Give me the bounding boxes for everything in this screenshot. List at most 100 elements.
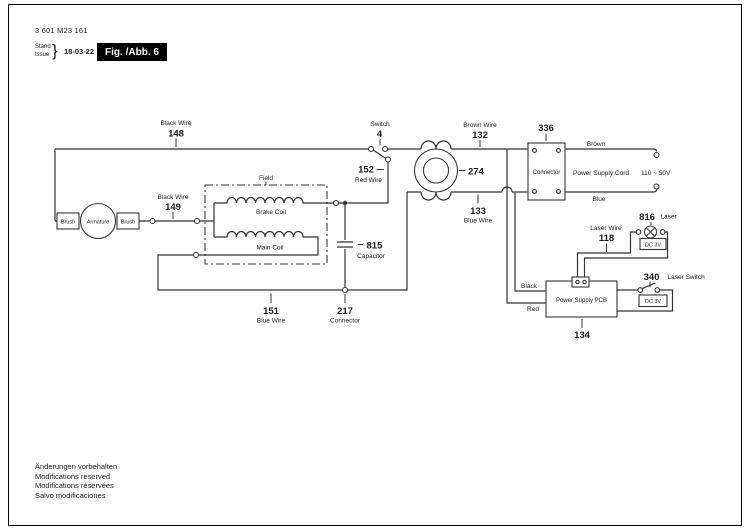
pin-icon xyxy=(556,189,561,194)
pin-icon xyxy=(532,148,537,153)
pin-icon xyxy=(575,279,580,285)
footer-line-es: Salvo modificaciones xyxy=(35,490,106,500)
black-wire-path xyxy=(514,192,546,292)
field-label: Field xyxy=(259,175,273,182)
pcb-terminal-block xyxy=(571,276,590,288)
cap-815-ref: 815 xyxy=(367,241,384,252)
switch-terminal-icon xyxy=(381,145,389,153)
switch-terminal-icon xyxy=(654,287,661,293)
brown-label: Brown xyxy=(587,141,606,148)
stand-issue-label: Stand Issue xyxy=(35,43,51,59)
conn-217-ref: 217 xyxy=(337,306,353,317)
blue-label: Blue xyxy=(592,196,605,203)
cap-815-label: Capacitor xyxy=(357,253,386,260)
capacitor-symbol xyxy=(337,203,353,290)
choke-274 xyxy=(413,148,459,193)
laser-switch-loop xyxy=(617,289,674,312)
wire-149-ref: 149 xyxy=(165,202,181,213)
laser-label: Laser xyxy=(661,214,678,221)
brush-left-label: Brush xyxy=(61,220,75,226)
field-boundary xyxy=(204,184,328,265)
wire-132-brown xyxy=(387,140,528,150)
wire-133-path xyxy=(407,186,528,201)
wire-133-label: Blue Wire xyxy=(464,218,493,225)
dc3v-label: DC 3V xyxy=(645,299,662,305)
choke-274-ref: 274 xyxy=(468,167,485,178)
footer-line-de: Änderungen vorbehalten xyxy=(35,462,118,471)
stand-label: Stand xyxy=(35,44,51,50)
switch-4-label: Switch xyxy=(370,121,390,128)
terminal-icon xyxy=(149,217,156,225)
dc3v-box xyxy=(639,237,667,251)
main-coil-symbol xyxy=(157,192,408,291)
brace-glyph: } xyxy=(52,41,58,60)
wire-152-ref: 152 xyxy=(358,165,374,176)
cord-label: Power Supply Cord xyxy=(573,170,629,177)
brake-coil-symbol xyxy=(214,196,343,204)
main-coil-label: Main Coil xyxy=(256,245,284,252)
lamp-cross-icon xyxy=(645,227,656,237)
footer-line-en: Modifications reserved xyxy=(35,471,111,481)
switch-4 xyxy=(342,145,392,206)
terminal-icon xyxy=(659,229,666,235)
terminal-icon xyxy=(332,199,340,207)
switch-terminal-icon xyxy=(384,156,392,163)
wire-132-label: Brown Wire xyxy=(463,122,497,129)
motor-assembly: Brush Armature Brush xyxy=(56,202,214,240)
part-number: 3 601 M23 161 xyxy=(35,26,88,35)
pcb-ref: 134 xyxy=(574,330,591,341)
plug-terminal-icon xyxy=(653,151,660,159)
capacitor-815 xyxy=(337,203,353,294)
laser-816: 816 Laser DC 3V Laser Wire 118 xyxy=(576,212,678,277)
switch-4-ref: 4 xyxy=(377,129,383,140)
dc3v-label: DC 3V xyxy=(645,243,662,249)
wire-132-path xyxy=(387,140,528,150)
brake-coil-label: Brake Coil xyxy=(256,209,287,216)
issue-label: Issue xyxy=(35,52,50,58)
red-wire-path xyxy=(506,149,546,304)
laser-switch-ref: 340 xyxy=(644,272,660,283)
terminal-icon xyxy=(635,229,642,235)
laser-switch-blade xyxy=(641,282,656,290)
switch-terminal-icon xyxy=(367,145,375,153)
laser-switch-340: 340 Laser Switch DC 3V xyxy=(617,272,706,312)
pin-icon xyxy=(556,148,561,153)
brush-right-label: Brush xyxy=(121,220,135,226)
pin-icon xyxy=(532,189,537,194)
terminal-icon xyxy=(341,286,349,294)
laser-ref: 816 xyxy=(639,212,655,223)
connector-336-label: Connector xyxy=(533,170,561,176)
terminal-icon xyxy=(192,251,200,259)
brush-left-box xyxy=(56,212,80,230)
footer-line-fr: Modifications réservées xyxy=(35,481,114,490)
dc3v-box xyxy=(638,294,668,308)
wire-151-label: Blue Wire xyxy=(257,318,286,325)
connector-336-ref: 336 xyxy=(538,123,554,134)
pin-icon xyxy=(582,279,587,285)
plug-terminal-icon xyxy=(653,183,660,190)
voltage-label: 110 ~ 50V xyxy=(641,170,671,177)
cord-wires xyxy=(565,148,658,193)
terminal-icon xyxy=(193,217,201,225)
power-supply-pcb: Power Supply PCB 134 xyxy=(545,276,618,341)
wire-133-blue xyxy=(407,186,528,201)
wire-labels: Black Wire 148 Black Wire 149 Switch 4 1… xyxy=(157,120,497,325)
switch-blade-and-red-wire xyxy=(347,149,389,204)
laser-switch-label: Laser Switch xyxy=(668,274,706,281)
black-label: Black xyxy=(521,283,538,290)
power-supply-cord: Brown Blue Power Supply Cord 110 ~ 50V xyxy=(565,141,671,203)
field-assembly: Field Brake Coil Main Coil xyxy=(157,175,408,291)
laser-wire-label: Laser Wire xyxy=(590,225,622,232)
armature-symbol xyxy=(79,202,117,240)
pcb-feed-wires: Black Red xyxy=(506,149,546,313)
wire-133-ref: 133 xyxy=(470,206,486,217)
wire-151-ref: 151 xyxy=(263,306,280,317)
laser-wire-ref: 118 xyxy=(599,233,614,244)
issue-date: 18-03-22 xyxy=(64,47,95,56)
wire-148-label: Black Wire xyxy=(160,120,191,127)
pcb-label: Power Supply PCB xyxy=(556,298,607,304)
wire-152-label: Red Wire xyxy=(355,177,382,184)
legal-footer: Änderungen vorbehalten Modifications res… xyxy=(35,462,117,500)
